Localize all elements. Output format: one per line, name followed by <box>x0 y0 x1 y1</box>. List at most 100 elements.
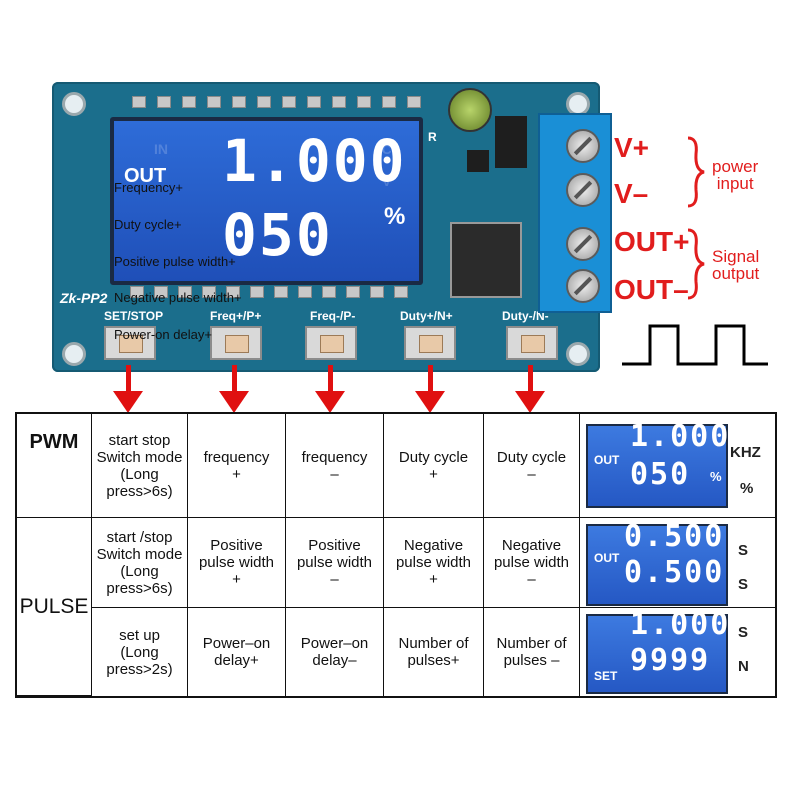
button-cap <box>419 335 443 353</box>
pin <box>182 96 196 108</box>
mode-cell-pwm: PWM <box>17 414 92 518</box>
screw-terminal <box>538 113 612 313</box>
mini-lcd-label: OUT <box>594 453 620 467</box>
caption-negative-pulse-width-plus: Negative pulse width+ <box>114 290 242 305</box>
row3-set-up: set up (Long press>2s) <box>92 608 188 696</box>
row2-display-cell: OUT 0.500 0.500 S S <box>580 518 775 608</box>
row1-freq-plus: frequency + <box>188 414 286 518</box>
pin <box>346 286 360 298</box>
mini-lcd-line1: 1.000 <box>630 419 731 454</box>
mini-lcd-label: SET <box>594 669 618 683</box>
mode-cell-pulse: PULSE <box>17 518 92 696</box>
caption-line: output <box>712 264 760 283</box>
row2-positive-plus: Positive pulse width + <box>188 518 286 608</box>
caption-positive-pulse-width-plus: Positive pulse width+ <box>114 254 236 269</box>
button-label-duty-plus: Duty+/N+ <box>400 309 453 323</box>
terminal-label-out-plus: OUT+ <box>614 226 690 257</box>
pin <box>226 286 240 298</box>
button-cap <box>521 335 545 353</box>
button-label-set-stop: SET/STOP <box>104 309 164 323</box>
component-label: R <box>428 130 437 144</box>
terminal-label-out-minus: OUT– <box>614 274 689 305</box>
row3-pulses-plus: Number of pulses+ <box>384 608 484 696</box>
button-label-duty-minus: Duty-/N- <box>502 309 549 323</box>
mounting-hole <box>62 92 86 116</box>
button-cap <box>320 335 344 353</box>
pin <box>298 286 312 298</box>
button-label-freq-minus: Freq-/P- <box>310 309 356 323</box>
row3-unit-bottom: N <box>738 658 749 675</box>
mosfet-icon <box>450 222 522 298</box>
pin <box>322 286 336 298</box>
terminal-label-v-minus: V– <box>614 178 649 209</box>
caption-power-on-delay-plus: Power-on delay+ <box>114 327 212 342</box>
pin <box>357 96 371 108</box>
freq-minus-button[interactable] <box>305 326 357 360</box>
row1-duty-minus: Duty cycle – <box>484 414 580 518</box>
pin <box>232 96 246 108</box>
row1-unit-top: KHZ <box>730 444 761 461</box>
row2-unit-bottom: S <box>738 576 749 593</box>
diode-icon <box>495 116 527 168</box>
pin <box>257 96 271 108</box>
caption-line: input <box>716 174 754 193</box>
row2-set-stop: start /stop Switch mode (Long press>6s) <box>92 518 188 608</box>
row1-unit-bottom: % <box>740 480 754 497</box>
mini-lcd-label: OUT <box>594 551 620 565</box>
row1-duty-plus: Duty cycle + <box>384 414 484 518</box>
mini-lcd-line2: 0.500 <box>624 555 725 590</box>
pin <box>370 286 384 298</box>
row1-set-stop: start stop Switch mode (Long press>6s) <box>92 414 188 518</box>
duty-minus-button[interactable] <box>506 326 558 360</box>
row3-delay-minus: Power–on delay– <box>286 608 384 696</box>
brace-icon <box>687 228 705 300</box>
button-cap <box>119 335 143 353</box>
mounting-hole <box>566 342 590 366</box>
row3-pulses-minus: Number of pulses – <box>484 608 580 696</box>
freq-plus-button[interactable] <box>210 326 262 360</box>
pin <box>250 286 264 298</box>
lcd-ghost-celsius: °C <box>376 141 392 157</box>
caption-line: power <box>712 157 759 176</box>
pin <box>202 286 216 298</box>
pin <box>407 96 421 108</box>
pin <box>132 96 146 108</box>
model-label: Zk-PP2 <box>60 290 108 306</box>
row1-mini-lcd: OUT 1.000 050 % <box>586 419 731 508</box>
row1-freq-minus: frequency – <box>286 414 384 518</box>
row1-display-cell: OUT 1.000 050 % KHZ % <box>580 414 775 518</box>
lcd-ghost-in: IN <box>154 141 168 157</box>
mini-lcd-line1: 0.500 <box>624 519 725 554</box>
duty-plus-button[interactable] <box>404 326 456 360</box>
lcd-line1: 1.000 <box>222 127 407 195</box>
mini-lcd-line2: 9999 <box>630 643 711 678</box>
brace-icon <box>687 136 705 208</box>
caption-frequency-plus: Frequency+ <box>114 180 184 195</box>
caption-line: Signal <box>712 247 760 266</box>
row2-negative-plus: Negative pulse width + <box>384 518 484 608</box>
terminal-label-v-plus: V+ <box>614 132 650 163</box>
pin <box>178 286 192 298</box>
power-input-caption: power input <box>712 158 758 192</box>
row2-negative-minus: Negative pulse width – <box>484 518 580 608</box>
pin <box>154 286 168 298</box>
caption-duty-cycle-plus: Duty cycle+ <box>114 217 182 232</box>
pin <box>382 96 396 108</box>
pin <box>157 96 171 108</box>
mini-lcd-inner-unit: % <box>710 469 722 484</box>
lcd-out-label: OUT <box>124 165 167 187</box>
pin <box>332 96 346 108</box>
mounting-hole <box>62 342 86 366</box>
mini-lcd-line2: 050 <box>630 457 691 492</box>
row2-positive-minus: Positive pulse width – <box>286 518 384 608</box>
pin <box>130 286 144 298</box>
button-cap <box>225 335 249 353</box>
square-wave-icon <box>622 324 768 366</box>
set-stop-button[interactable] <box>104 326 156 360</box>
function-table: PWM PULSE start stop Switch mode (Long p… <box>15 412 777 698</box>
pin <box>207 96 221 108</box>
screw-icon <box>566 227 600 261</box>
row3-delay-plus: Power–on delay+ <box>188 608 286 696</box>
lcd-percent-unit: % <box>384 203 406 230</box>
screw-icon <box>566 129 600 163</box>
